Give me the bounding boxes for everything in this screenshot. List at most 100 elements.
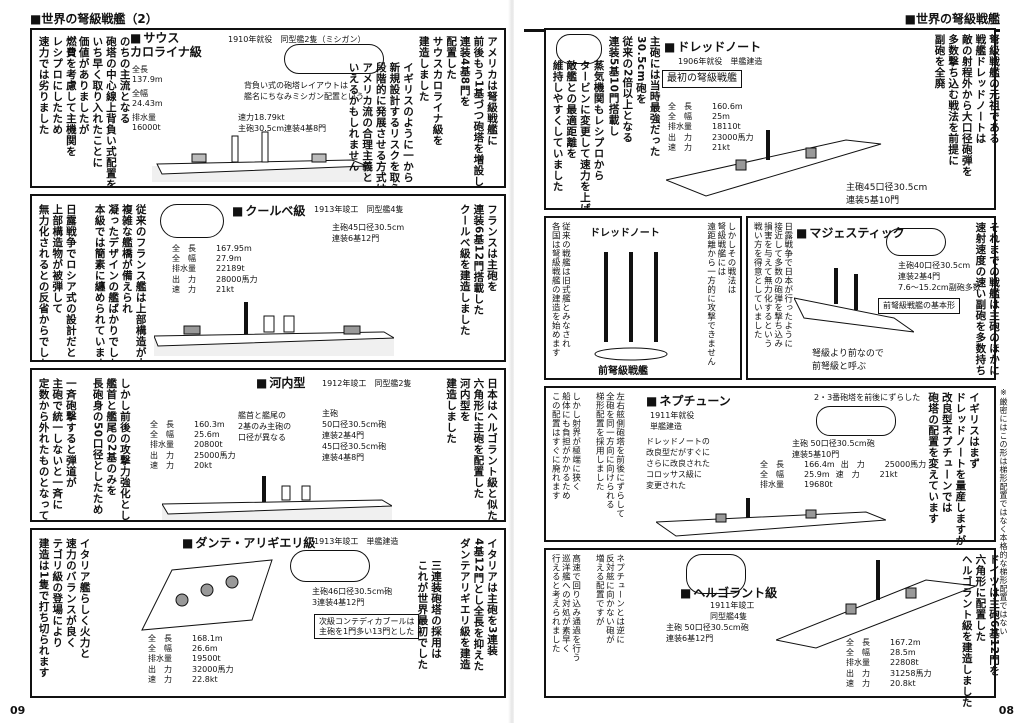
right-page-number: 08: [998, 704, 1014, 717]
ship-meta-courbet: 1913年竣工 同型艦4隻: [314, 205, 404, 214]
turret-diagram-majestic: [886, 228, 946, 256]
text-sc-4: 燃費を考慮して主機関を レシプロにしたため 速力では劣りました: [37, 36, 77, 157]
text-dante-3: イタリア艦らしく火力と 速力のバランスが良く テゴリ級の登場により 建造は1隻で…: [37, 538, 91, 678]
armament-dreadnought: 主砲45口径30.5cm 連装5基10門: [846, 183, 928, 206]
text-courbet-2: 従来のフランス艦は上部構造が大きく 複雑な艦橋が備えられ 凝ったデザインの艦ばか…: [93, 204, 147, 362]
note-neptune-colossus: ドレッドノートの 改良型だがすぐに さらに改良された コロッサス級に 変更された: [646, 437, 710, 490]
ship-name-courbet: クールベ級: [232, 202, 305, 219]
badge-pre-dreadnought-basic: 前弩級戦艦の基本形: [878, 298, 960, 314]
text-kawachi-2: しかし前後の攻撃力強化として 艦首と艦尾の2基のみを 長砲身の50口径としたため: [91, 378, 131, 522]
text-sc-3: のちの主流となる 砲塔の中心線上背負い式配置を いち早く取り入れたことに 価値が…: [77, 36, 131, 188]
text-dreadnought-1: 弩級戦艦の元祖である 戦艦ドレッドノートは 敵の射程外から大口径砲弾を 多数撃ち…: [933, 34, 1000, 177]
ship-illustration-south-carolina: [152, 131, 372, 182]
turret-diagram-neptune: [816, 406, 896, 436]
ship-meta-south-carolina: 1910年就役 同型艦2隻（ミシガン）: [228, 35, 366, 44]
text-panel2-4: それまでの戦艦は主砲のほかに 速射速度の速い副砲を多数持ち: [974, 222, 1000, 376]
note-neptune-offset: 2・3番砲塔を前後にずらした: [814, 393, 921, 402]
ship-name-neptune: ネプチューン: [646, 392, 730, 409]
armament-neptune: 主砲 50口径30.5cm砲 連装5基10門: [792, 439, 875, 459]
caption-first-dreadnought: 最初の弩級戦艦: [662, 70, 742, 88]
ship-name-dante: ダンテ・アリギエリ級: [182, 534, 315, 551]
text-dante-2: 三連装砲塔の採用は これが世界最初でした: [416, 560, 442, 670]
note-conte-di-cavour: 次級コンテディカブールは 主砲を1門多い13門とした: [314, 614, 420, 640]
panel-kawachi: 河内型 1912年竣工 同型艦2隻 艦首と艦尾の 2基のみ主砲の 口径が異なる …: [30, 368, 506, 522]
text-neptune-1: イギリスはまず ドレッドノートを量産しますが 改良型ネプチューンでは 砲塔の配置…: [927, 392, 980, 546]
ship-meta-neptune: 1911年就役 単艦建造: [650, 411, 695, 431]
text-kawachi-1: 日本はヘルゴラント級と似た 六角形に主砲を配置した 河内型を 建造しました: [445, 378, 498, 521]
text-courbet-3: 日露戦争でロシア式の設計だと 上部構造物が被弾して 無力化されるとの反省からでし…: [37, 204, 77, 362]
ship-illustration-courbet: [154, 302, 394, 356]
specs-south-carolina-beam: 全幅 24.43m: [132, 89, 163, 108]
armament-kawachi: 主砲 50口径30.5cm砲 連装2基4門 45口径30.5cm砲 連装4基8門: [322, 409, 387, 462]
panel-neptune: しかし射界が極端に狭く 船体にも負担がかかるため この配置はすぐに廃れます 左右…: [544, 386, 996, 542]
text-dreadnought-2: 主砲には当時最強だった 30.5cm砲を 従来の2倍以上となる 連装5基10門搭…: [607, 36, 661, 157]
text-dreadnought-3: 蒸気機関もレシプロから タービンに変更して速力を上げ 敵艦との最適距離を 維持し…: [551, 60, 605, 210]
text-dante-1: イタリアは主砲を3連装 4基12門とし全長を抑えた ダンテアリギエリ級を建造: [458, 538, 498, 672]
text-sc-1: アメリカは弩級戦艦に 前後もう1基づつ砲塔を増設して 連装4基8門を 配置した …: [417, 36, 498, 188]
label-dreadnought-diagram: ドレッドノート: [590, 228, 660, 239]
text-helgoland-1: ドイツは主砲6基12門を 六角形に配置した ヘルゴラント級を建造しました: [960, 554, 1000, 708]
ship-name-majestic: マジェスティック: [796, 224, 904, 241]
ship-meta-dreadnought: 1906年就役 単艦建造: [678, 57, 763, 66]
text-neptune-3: しかし射界が極端に狭く 船体にも負担がかかるため この配置はすぐに廃れます: [550, 392, 581, 500]
text-neptune-2: 左右舷側砲塔を前後にずらして 全砲を同一方向に向けられる 梯形配置を採用しました: [594, 392, 625, 518]
specs-south-carolina-displacement: 排水量 16000t: [132, 113, 161, 132]
armament-dante: 主砲46口径30.5cm砲 3連装4基12門: [312, 587, 393, 607]
ship-name-helgoland: ヘルゴラント級: [680, 584, 777, 601]
armament-courbet: 主砲45口径30.5cm 連装6基12門: [332, 223, 405, 243]
turret-diagram-south-carolina: [284, 44, 384, 74]
note-michigan-layout: 背負い式の砲塔レイアウトは 艦名にちなみミシガン配置という: [244, 81, 364, 101]
armament-majestic: 主砲40口径30.5cm 連装2基4門 7.6〜15.2cm副砲多数: [898, 261, 981, 292]
armament-helgoland: 主砲 50口径30.5cm砲 連装6基12門: [666, 623, 749, 643]
text-helgoland-2: ネプチューンとは逆に 反対舷に向かない砲が 増える配置ですが: [594, 554, 625, 644]
ship-illustration-kawachi: [162, 476, 392, 520]
ship-name-kawachi: 河内型: [256, 374, 305, 391]
specs-south-carolina-length: 全長 137.9m: [132, 65, 163, 84]
page-gutter: [508, 0, 516, 723]
turret-diagram-dreadnought: [556, 34, 602, 64]
left-page-number: 09: [10, 704, 26, 717]
ship-meta-dante: 1913年竣工 単艦建造: [314, 537, 399, 546]
panel-helgoland: 高速で回り込み通過を行う 巡洋艦への対処が素早く 行えると考えられました ネプチ…: [544, 548, 996, 698]
ship-name-dreadnought: ドレッドノート: [664, 38, 761, 55]
ship-illustration-helgoland: [776, 560, 976, 649]
ship-meta-helgoland: 1911年竣工 同型艦4隻: [710, 601, 755, 621]
caption-pre-dreadnought: 弩級より前なので 前弩級と呼ぶ: [812, 349, 884, 372]
note-kawachi-calibre: 艦首と艦尾の 2基のみ主砲の 口径が異なる: [238, 411, 292, 442]
text-panel2-2: しかしその戦法は 弩級戦艦には 遠距離から一方的に攻撃できません: [705, 222, 736, 366]
ship-name-south-carolina: サウス カロライナ級: [130, 31, 202, 60]
ship-illustration-dante: [141, 559, 273, 631]
text-panel2-1: 従来の戦艦は旧式艦とみなされ 各国は弩級戦艦の建造を始めます: [550, 222, 571, 357]
text-courbet-1: フランスは主砲を 連装6基12門搭載した クールベ級を建造しました: [458, 204, 498, 336]
speed-armament-south-carolina: 速力18.79kt 主砲30.5cm連装4基8門: [238, 113, 327, 133]
panel-majestic: 日露戦争で日本が行ったように 接近して多数の砲弾を撃ち込み 損害を与えて無力化す…: [746, 216, 996, 380]
ship-illustration-neptune: [656, 498, 886, 537]
turret-diagram-dante: [290, 550, 370, 582]
